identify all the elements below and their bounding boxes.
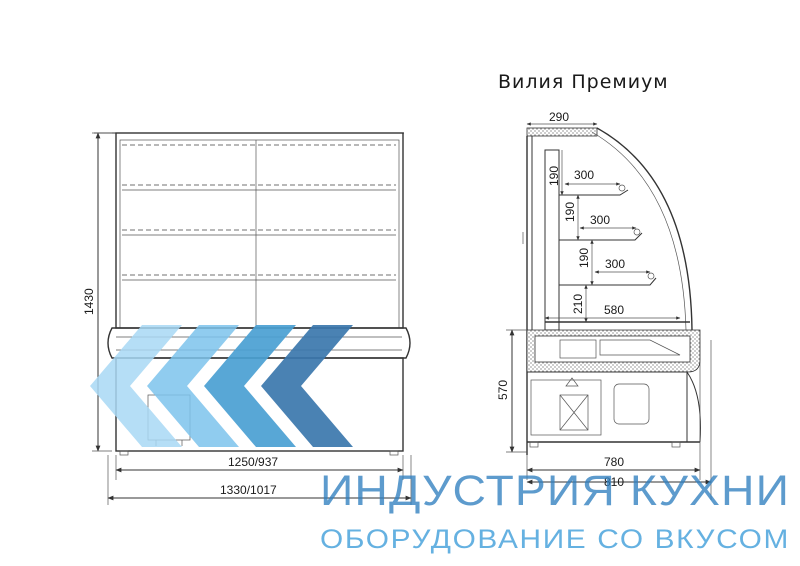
side-view: 290 190 190 190 210 300 300 300 580 5 — [496, 110, 712, 500]
shelf-gap-label: 190 — [577, 248, 591, 268]
front-view: 1430 1250/937 1330/1017 — [82, 132, 412, 505]
side-total-depth-label: 780 — [604, 455, 624, 469]
product-title: Вилия Премиум — [498, 71, 669, 93]
shelf-depth-label: 300 — [574, 168, 594, 182]
side-top-depth-label: 290 — [549, 110, 569, 124]
front-height-label: 1430 — [82, 288, 96, 315]
shelf-depth-label: 300 — [590, 213, 610, 227]
base-depth-label: 580 — [604, 303, 624, 317]
shelf-gap-label: 190 — [563, 202, 577, 222]
shelf-depth-label: 300 — [605, 257, 625, 271]
brand-chevron — [147, 325, 239, 447]
brand-chevron — [261, 325, 353, 447]
base-height-label: 570 — [496, 380, 510, 400]
brand-chevron — [204, 325, 296, 447]
shelf-gap-label: 210 — [571, 294, 585, 314]
side-overall-depth-label: 810 — [604, 475, 624, 489]
front-inner-width-label: 1250/937 — [228, 455, 278, 469]
brand-chevrons — [90, 325, 353, 447]
brand-chevron — [90, 325, 182, 447]
brand-name: ИНДУСТРИЯ КУХНИ — [320, 467, 790, 515]
front-outer-width-label: 1330/1017 — [220, 483, 277, 497]
shelf-gap-label: 190 — [547, 166, 561, 186]
brand-slogan: ОБОРУДОВАНИЕ СО ВКУСОМ — [320, 524, 790, 554]
